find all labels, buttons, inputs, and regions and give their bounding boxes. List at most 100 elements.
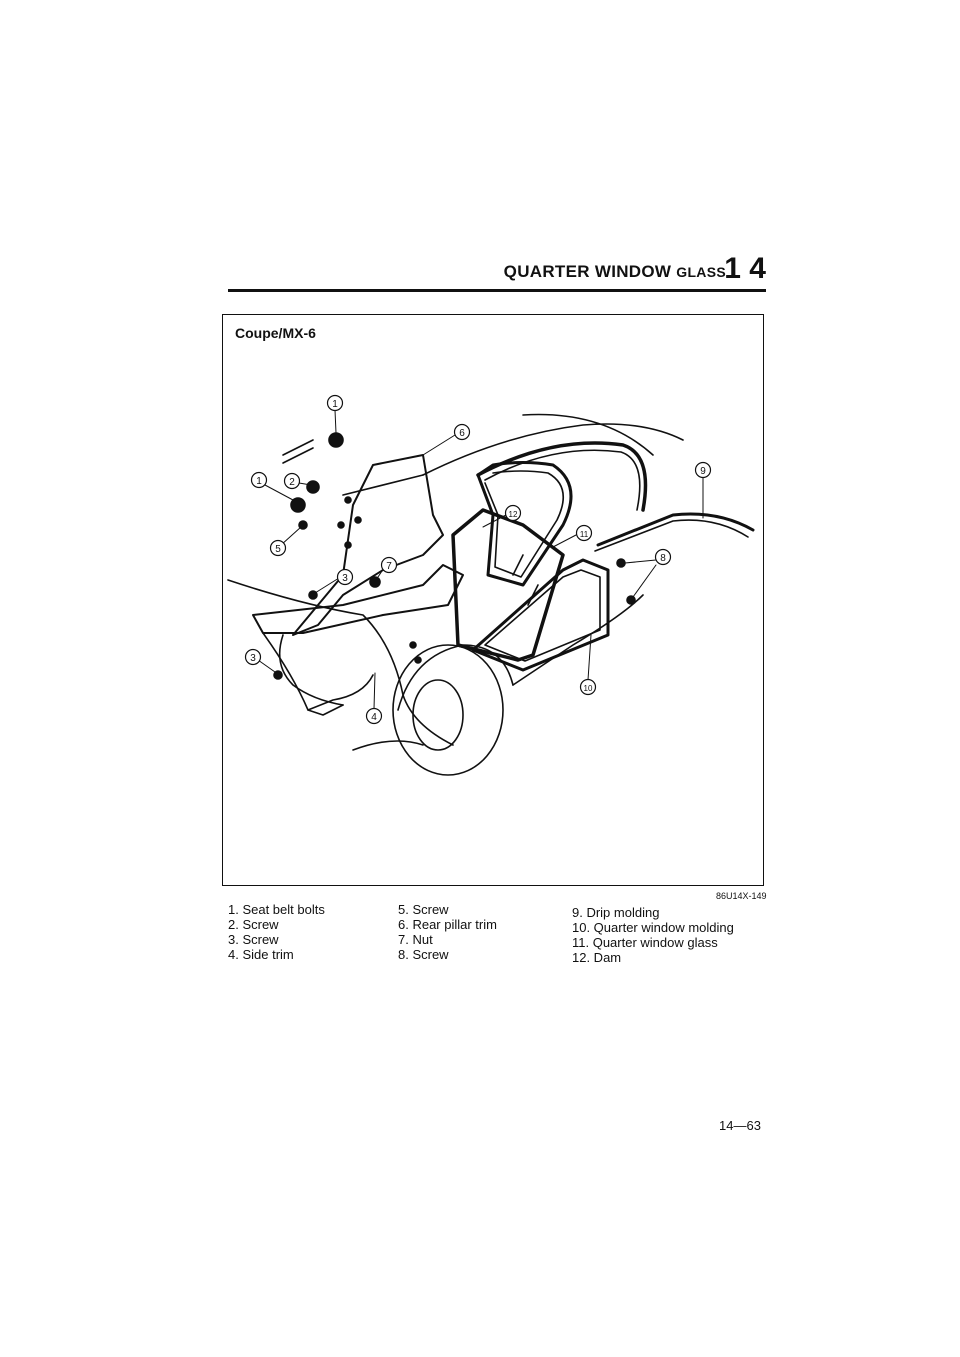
seat-belt-rail [282, 439, 314, 464]
legend-item: 7. Nut [398, 932, 433, 947]
screw-8a [616, 558, 626, 568]
legend-item: 2. Screw [228, 917, 279, 932]
screw-8b [626, 595, 636, 605]
body-bottom [352, 740, 424, 751]
legend-item: 10. Quarter window molding [572, 920, 734, 935]
callout-label-7: 7 [386, 561, 392, 572]
callout-label-1b: 1 [256, 476, 262, 487]
legend-item: 11. Quarter window glass [572, 935, 718, 950]
leader-1a [334, 409, 337, 434]
callout-circle-7 [380, 556, 398, 574]
page-header: QUARTER WINDOW GLASS 1 4 [228, 252, 766, 292]
glass-mark-b [527, 584, 539, 606]
leader-2 [298, 482, 312, 486]
callout-circle-4 [365, 707, 383, 725]
trim-clip-c [337, 521, 345, 529]
callout-label-6: 6 [459, 428, 465, 439]
section-title-small: GLASS [676, 264, 726, 280]
callout-circle-12 [504, 504, 522, 522]
trim-clip-a [344, 496, 352, 504]
callout-circle-2 [283, 472, 301, 490]
legend-item: 3. Screw [228, 932, 279, 947]
legend-column-3: 9. Drip molding 10. Quarter window moldi… [572, 905, 734, 965]
callout-label-1a: 1 [332, 399, 338, 410]
callout-label-3a: 3 [342, 573, 348, 584]
callout-circle-9 [694, 461, 712, 479]
legend-item: 5. Screw [398, 902, 449, 917]
legend-column-2: 5. Screw 6. Rear pillar trim 7. Nut 8. S… [398, 902, 497, 962]
glass-mark-a [512, 554, 524, 576]
callout-circle-3b [244, 648, 262, 666]
callout-label-12: 12 [509, 510, 518, 519]
callout-circle-5 [269, 539, 287, 557]
side-trim [252, 564, 464, 634]
wheel-outer [392, 644, 504, 776]
screw-2 [306, 480, 320, 494]
wheel-inner [412, 679, 464, 751]
leader-11 [552, 534, 577, 548]
leader-8a [624, 559, 657, 564]
leader-10 [587, 634, 592, 681]
drip-molding-9 [596, 512, 755, 547]
body-top [342, 474, 424, 496]
legend-item: 8. Screw [398, 947, 449, 962]
body-rear [227, 579, 454, 746]
trim-lower-2 [307, 674, 374, 711]
rear-window-frame [476, 461, 573, 587]
leader-5 [280, 526, 302, 546]
nut-7 [369, 576, 381, 588]
drip-molding-inner [484, 449, 641, 511]
section-number: 1 4 [724, 252, 766, 285]
page-number: 14—63 [719, 1118, 761, 1133]
leader-6 [422, 434, 456, 456]
exploded-diagram: Coupe/MX-6 [222, 314, 764, 886]
leader-4 [373, 672, 376, 710]
leader-12 [482, 514, 507, 528]
roof-line [422, 423, 684, 476]
callout-label-2: 2 [289, 477, 295, 488]
body-lower [278, 634, 344, 706]
diagram-drawing: 1 1 2 3 3 4 5 6 7 8 9 10 11 12 [227, 394, 755, 776]
legend-item: 6. Rear pillar trim [398, 917, 497, 932]
rear-window-inner [484, 470, 565, 578]
screw-3b [273, 670, 283, 680]
callout-label-5: 5 [275, 544, 281, 555]
section-title: QUARTER WINDOW GLASS [504, 262, 726, 282]
legend-item: 12. Dam [572, 950, 622, 965]
rear-pillar-trim [292, 454, 444, 636]
callout-label-11: 11 [580, 530, 589, 539]
legend-item: 4. Side trim [228, 947, 294, 962]
legend-column-1: 1. Seat belt bolts 2. Screw 3. Screw 4. … [228, 902, 325, 962]
callout-circle-3a [336, 568, 354, 586]
callout-label-9: 9 [700, 466, 706, 477]
trim-clip-f [414, 656, 422, 664]
quarter-window-molding [451, 508, 565, 662]
callout-label-3b: 3 [250, 653, 256, 664]
trim-clip-e [409, 641, 417, 649]
bolt-1a [328, 432, 344, 448]
section-title-main: QUARTER WINDOW [503, 262, 677, 281]
roof-arc [522, 413, 654, 456]
figure-title: Coupe/MX-6 [235, 325, 316, 341]
callout-circle-6 [453, 423, 471, 441]
callout-circle-1b [250, 471, 268, 489]
header-rule [228, 289, 766, 292]
drip-molding-arc [476, 441, 648, 512]
door-line [512, 594, 644, 686]
bolt-1b [290, 497, 306, 513]
leader-3b [257, 659, 276, 673]
callout-circle-1a [326, 394, 344, 412]
callout-label-4: 4 [371, 712, 377, 723]
drip-molding-9-b [594, 519, 749, 552]
quarter-glass-inner [484, 569, 601, 662]
callout-circle-8 [654, 548, 672, 566]
callout-label-10: 10 [584, 684, 593, 693]
callout-label-8: 8 [660, 553, 666, 564]
leader-8b [632, 564, 657, 598]
figure-code: 86U14X-149 [716, 891, 767, 901]
leader-1b [264, 484, 294, 501]
leader-3a [314, 577, 340, 594]
legend-item: 1. Seat belt bolts [228, 902, 325, 917]
quarter-window-glass [471, 558, 610, 672]
callout-circle-10 [579, 678, 597, 696]
